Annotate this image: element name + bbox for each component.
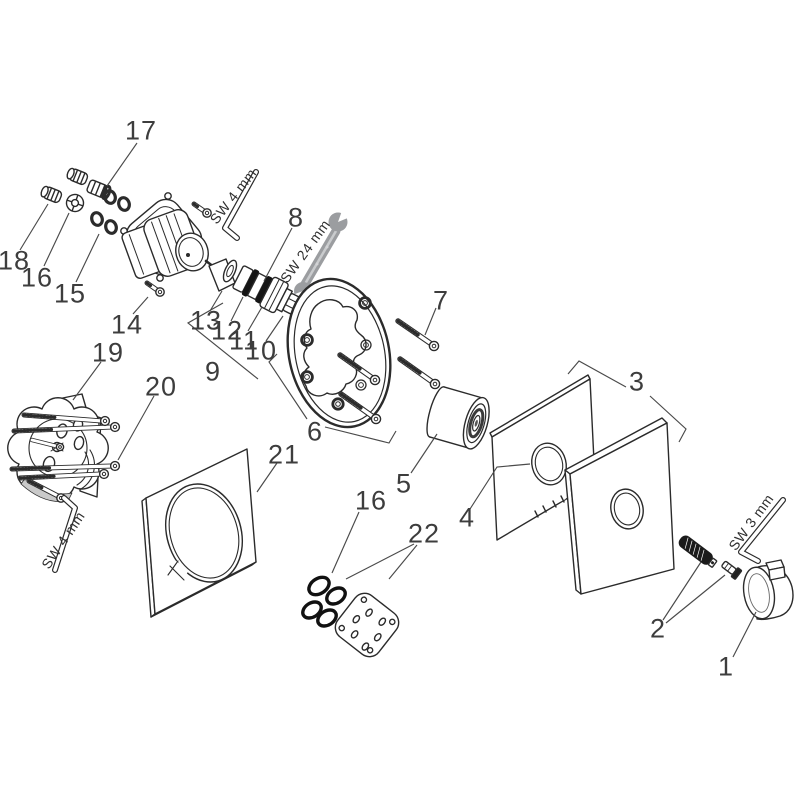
leader-line-6 [268,353,308,420]
leader-line-14 [132,296,149,315]
callout-6: 6 [307,417,323,447]
part-check-valve-16 [65,193,85,213]
callout-8: 8 [288,203,304,233]
callout-14: 14 [111,310,143,340]
allen-key-sw3 [738,497,786,564]
screw-top [191,201,212,218]
callout-3: 3 [629,367,645,397]
part-plug-top [66,167,89,186]
leader-line-17 [106,142,138,187]
callout-12: 12 [211,316,243,346]
part-seal-plate-4 [489,374,596,541]
allen-key-sw4-bottom [52,495,78,573]
callout-4: 4 [459,503,475,533]
leader-line-12 [230,296,244,322]
callout-19: 19 [92,338,124,368]
part-thermostat-cartridge [232,265,313,319]
callout-18: 18 [0,246,30,276]
leader-line-10 [265,315,284,342]
part-o-rings-15 [90,189,131,235]
leader-line-22 [345,543,415,580]
callout-16: 16 [21,263,53,293]
part-seal-plate-21 [141,448,257,618]
part-spindle-2 [678,535,718,568]
leader-line-15 [75,233,100,283]
leader-line-5 [410,433,438,474]
allen-key-sw4-top [222,169,259,241]
part-o-rings-16 [301,575,347,628]
long-screws-7 [337,318,441,425]
leader-line-22 [388,544,418,580]
leader-line-7 [424,307,437,336]
callout-13: 13 [190,306,222,336]
callout-11: 11 [229,326,259,356]
callout-17: 17 [125,116,157,146]
part-escutcheon-3 [564,417,675,595]
leader-line-3 [567,360,627,388]
callout-2: 2 [650,614,666,644]
callout-9: 9 [205,357,221,387]
leader-line-4 [469,463,531,510]
leader-line-6 [324,426,397,444]
leader-line-18 [19,203,49,251]
callout-layer: 1234567891011121314151617181920211622SW … [0,116,777,682]
part-gasket-22 [334,592,400,658]
part-handle-knob-1 [742,559,794,621]
part-valve-body [120,192,220,282]
part-stop-sleeve-5 [426,386,490,450]
leader-line-21 [256,462,278,493]
callout-7: 7 [433,286,449,316]
leader-line-19 [72,361,102,401]
callout-1: 1 [718,652,734,682]
leader-line-11 [247,306,263,332]
leader-line-16 [43,212,70,267]
callout-15: 15 [54,279,86,309]
callout-22: 22 [408,519,440,549]
leader-line-20 [117,395,155,461]
screws-20 [9,412,121,503]
leader-line-2 [665,574,726,624]
part-fitting-17 [86,179,112,201]
callout-16: 16 [355,486,387,516]
leader-line-8 [263,227,293,282]
part-cone-adapter [208,258,238,292]
callout-20: 20 [145,372,177,402]
leader-line-13 [209,290,223,312]
part-screw-2 [721,560,743,580]
part-plug-18 [40,185,63,204]
screw-14 [144,280,165,297]
callout-10: 10 [245,336,277,366]
leader-line-2 [662,561,702,621]
callout-5: 5 [396,469,412,499]
plate-holes [300,296,372,411]
leader-line-16 [331,511,360,574]
leader-line-3 [649,395,687,443]
leader-line-1 [732,611,757,658]
tool-size-label: SW 4 mm [38,508,88,571]
callout-21: 21 [268,440,300,470]
